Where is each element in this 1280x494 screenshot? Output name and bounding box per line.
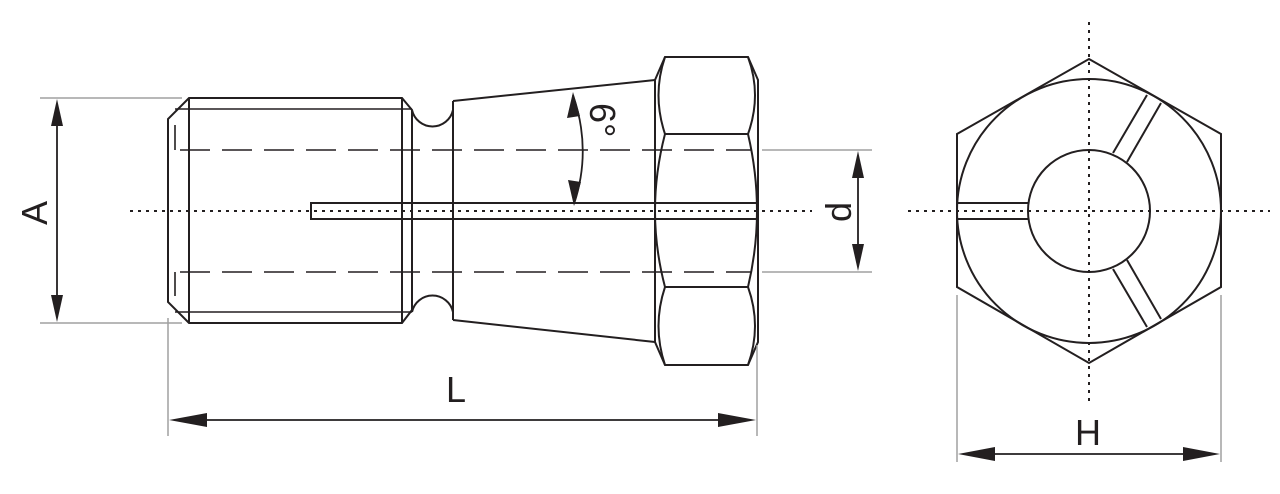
end-slots xyxy=(958,94,1162,328)
dimension-a: A xyxy=(14,97,182,324)
dimension-l: L xyxy=(167,318,758,436)
dimension-h-label: H xyxy=(1075,412,1101,453)
hex-nut-side xyxy=(654,56,759,366)
dimension-h: H xyxy=(956,295,1222,462)
collet-slot xyxy=(310,202,759,220)
side-view: 6° A d L xyxy=(14,56,872,436)
dimension-d-label: d xyxy=(818,202,859,222)
dimension-l-label: L xyxy=(446,369,466,410)
tapered-cone xyxy=(452,79,656,343)
dimension-d: d xyxy=(762,149,872,273)
hex-outline xyxy=(956,57,1222,365)
dimension-a-label: A xyxy=(14,201,55,225)
angle-label: 6° xyxy=(582,103,623,137)
end-view: H xyxy=(908,22,1270,462)
angle-dimension: 6° xyxy=(567,92,623,206)
